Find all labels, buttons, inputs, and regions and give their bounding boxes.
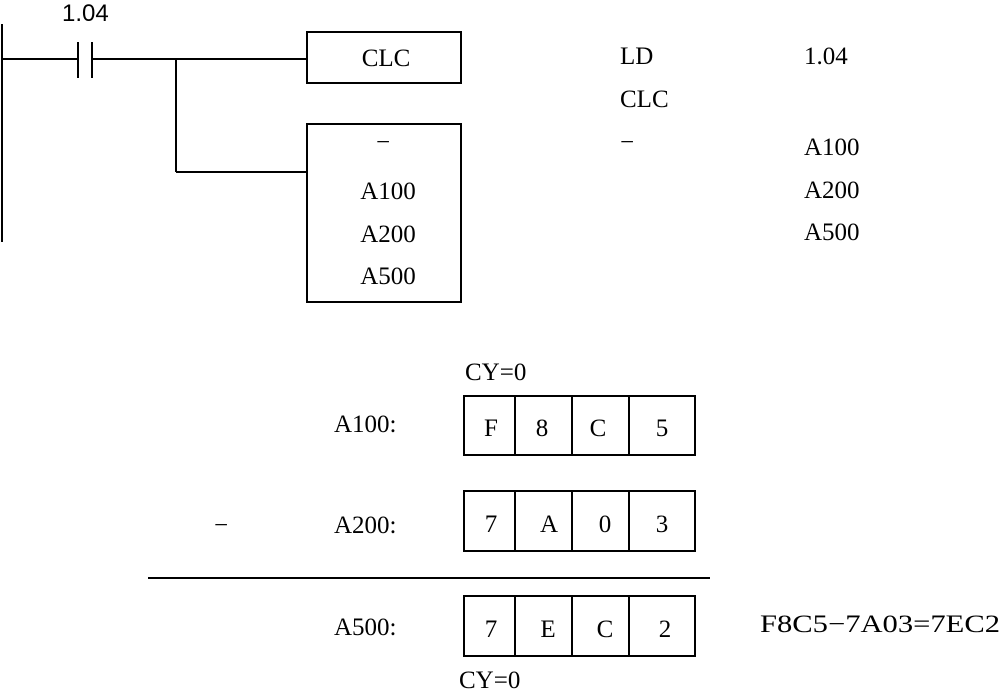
- register-boxes: [463, 395, 696, 657]
- subtraction-calculation: CY=0 A100: − A200: A500: F 8 C 5: [148, 359, 1000, 690]
- digit-a500-3: C: [597, 616, 614, 643]
- mnemonic-listing: LD 1.04 CLC − A100 A200 A500: [620, 43, 860, 246]
- mnemonic-arg-1: 1.04: [804, 43, 848, 70]
- digit-a100-1: F: [484, 415, 498, 442]
- digit-a200-1: 7: [485, 511, 498, 538]
- minus-sign: −: [214, 512, 228, 539]
- subtract-op-label: −: [376, 129, 390, 156]
- mnemonic-arg-3: A100: [804, 134, 860, 161]
- register-box-a100: [463, 395, 696, 456]
- carry-flag-top: CY=0: [465, 359, 526, 386]
- ladder-diagram: [1, 24, 462, 303]
- digit-a200-2: A: [540, 511, 558, 538]
- register-label-a500: A500:: [334, 614, 397, 641]
- contact-label: 1.04: [62, 0, 109, 27]
- digit-a200-4: 3: [656, 511, 669, 538]
- subtract-instruction-box: [306, 123, 462, 303]
- digit-a100-4: 5: [656, 415, 669, 442]
- clc-instruction-box: [306, 31, 462, 84]
- mnemonic-instr-3: −: [620, 129, 634, 156]
- register-label-a200: A200:: [334, 512, 397, 539]
- digit-a200-3: 0: [599, 511, 612, 538]
- subtract-operand-1: A100: [360, 178, 416, 205]
- subtract-operand-3: A500: [360, 263, 416, 290]
- carry-flag-bottom: CY=0: [459, 667, 520, 690]
- digit-a500-2: E: [540, 616, 555, 643]
- subtract-operand-2: A200: [360, 221, 416, 248]
- register-box-a200: [463, 490, 696, 552]
- digit-a500-4: 2: [659, 616, 672, 643]
- digit-a500-1: 7: [485, 616, 498, 643]
- mnemonic-arg-5: A500: [804, 219, 860, 246]
- mnemonic-instr-2: CLC: [620, 86, 669, 113]
- clc-box-label: CLC: [362, 45, 411, 72]
- mnemonic-arg-4: A200: [804, 177, 860, 204]
- digit-a100-2: 8: [536, 415, 549, 442]
- result-equation: F8C5−7A03=7EC2: [760, 611, 1000, 638]
- register-label-a100: A100:: [334, 411, 397, 438]
- register-box-a500: [463, 595, 696, 657]
- mnemonic-instr-1: LD: [620, 43, 653, 70]
- digit-a100-3: C: [590, 415, 607, 442]
